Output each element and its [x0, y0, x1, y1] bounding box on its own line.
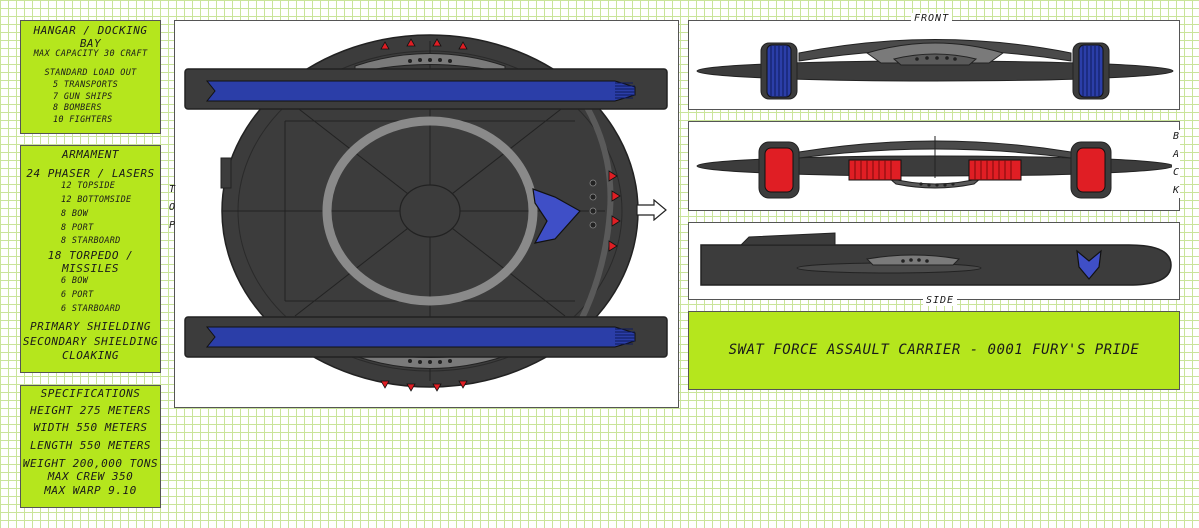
front-view-ship — [696, 39, 1174, 100]
back-letter: B — [1173, 131, 1180, 142]
cloaking: CLOAKING — [62, 348, 119, 362]
shielding-secondary: SECONDARY SHIELDING — [22, 335, 159, 349]
back-view-box — [688, 121, 1180, 211]
torpedo-item: 6 PORT — [61, 290, 94, 301]
torpedo-title: 18 TORPEDO / MISSILES — [47, 249, 134, 275]
specifications-panel: SPECIFICATIONS HEIGHT 275 METERS WIDTH 5… — [20, 385, 161, 508]
back-letter: C — [1173, 167, 1180, 178]
top-label: T O P — [169, 183, 175, 233]
loadout-item: 5 TRANSPORTS — [53, 79, 119, 90]
torpedo-item: 6 STARBOARD — [61, 303, 121, 314]
torpedo-item: 6 BOW — [61, 276, 89, 287]
top-view-box — [174, 20, 679, 408]
phaser-item: 12 BOTTOMSIDE — [61, 195, 132, 206]
back-view-ship — [696, 136, 1174, 199]
side-view-ship — [700, 232, 1172, 286]
side-emblem-icon — [1076, 249, 1102, 280]
loadout-item: 7 GUN SHIPS — [53, 91, 113, 102]
side-label: SIDE — [923, 295, 958, 306]
phaser-item: 8 STARBOARD — [61, 236, 121, 247]
spec-width: WIDTH 550 METERS — [33, 421, 148, 435]
loadout-item: 10 FIGHTERS — [53, 115, 113, 126]
hangar-title: HANGAR / DOCKING BAY — [33, 24, 148, 50]
back-letter: A — [1173, 149, 1180, 160]
top-view-ship — [184, 34, 668, 392]
spec-height: HEIGHT 275 METERS — [29, 403, 152, 417]
spec-length: LENGTH 550 METERS — [29, 438, 152, 452]
emblem-icon — [532, 188, 581, 244]
hangar-panel: HANGAR / DOCKING BAY MAX CAPACITY 30 CRA… — [20, 20, 161, 134]
spec-crew: MAX CREW 350 — [47, 470, 134, 484]
front-label: FRONT — [911, 13, 953, 24]
top-letter: T — [169, 184, 176, 195]
top-letter: P — [169, 220, 176, 231]
armament-title: ARMAMENT — [62, 148, 119, 161]
spec-weight: WEIGHT 200,000 TONS — [22, 456, 159, 470]
phaser-item: 12 TOPSIDE — [61, 181, 116, 192]
armament-panel: ARMAMENT 24 PHASER / LASERS 12 TOPSIDE 1… — [20, 145, 161, 373]
back-letter: K — [1173, 185, 1180, 196]
shielding-primary: PRIMARY SHIELDING — [29, 319, 152, 333]
side-view-box — [688, 222, 1180, 300]
spec-warp: MAX WARP 9.10 — [44, 483, 137, 497]
arrow-right-icon — [636, 199, 667, 221]
front-view-box — [688, 20, 1180, 110]
hangar-capacity: MAX CAPACITY 30 CRAFT — [33, 49, 148, 60]
specs-title: SPECIFICATIONS — [40, 387, 141, 400]
back-label: B A C K — [1172, 130, 1181, 198]
phaser-item: 8 PORT — [61, 222, 94, 233]
loadout-item: 8 BOMBERS — [53, 103, 102, 114]
phaser-item: 8 BOW — [61, 208, 89, 219]
ship-title-panel: SWAT FORCE ASSAULT CARRIER - 0001 FURY'S… — [688, 311, 1180, 390]
top-letter: O — [169, 202, 176, 213]
phaser-title: 24 PHASER / LASERS — [26, 166, 155, 180]
ship-title: SWAT FORCE ASSAULT CARRIER - 0001 FURY'S… — [728, 342, 1140, 359]
loadout-title: STANDARD LOAD OUT — [44, 68, 137, 79]
